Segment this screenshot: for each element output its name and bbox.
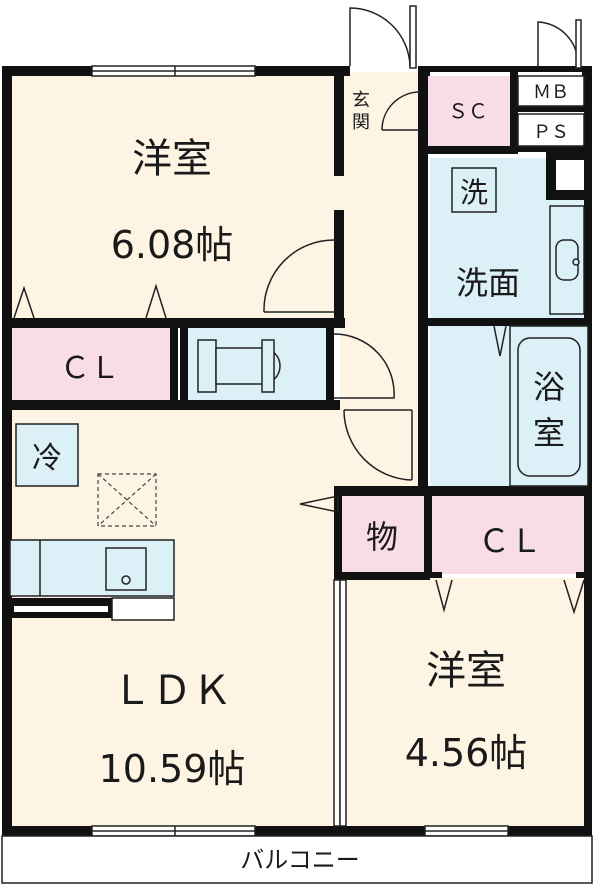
western-room-1-floor [10,72,340,320]
washer-label: 洗 [460,176,488,209]
ldk-name: ＬＤＫ [112,668,232,714]
shoe-closet-floor [425,76,513,148]
range-hood [97,473,157,527]
closet-2-label: ＣＬ [478,522,542,560]
western-room-2-name: 洋室 [426,648,506,694]
bathtub-icon [509,325,589,487]
shoe-closet-label: ＳＣ [448,99,488,123]
pipe-space-label: ＰＳ [533,122,569,143]
mb-box [517,75,585,107]
entrance-label-1: 玄 [352,90,370,111]
closet-1-floor [10,326,170,402]
entrance-floor [340,72,420,152]
storage-floor [340,496,424,574]
western-room-1-size: 6.08帖 [111,223,234,267]
closet-1-label: ＣＬ [60,351,120,386]
windows [91,65,509,837]
bathroom-label-2: 室 [533,414,565,452]
bathroom-label-1: 浴 [533,368,565,406]
toilet-icon [197,339,281,393]
kitchen-counter [9,539,175,621]
balcony-label: バルコニー [240,846,360,874]
washbasin-icon [549,205,585,315]
storage-label: 物 [366,518,398,556]
balcony-outline [1,835,593,884]
hallway-floor [340,150,420,490]
closet-2-floor [430,496,588,574]
washroom-label: 洗面 [456,264,520,302]
entrance-label-2: 関 [352,112,370,133]
fridge-label: 冷 [32,441,62,476]
ldk-size: 10.59帖 [99,747,246,791]
western-room-2-size: 4.56帖 [405,731,528,775]
washer-box [451,167,497,213]
doors [13,5,585,827]
fridge-box [15,423,79,487]
meter-box-label: ＭＢ [533,82,569,103]
western-room-1-name: 洋室 [132,136,212,182]
western-room-2-floor [340,578,590,828]
ps-box [517,113,585,147]
